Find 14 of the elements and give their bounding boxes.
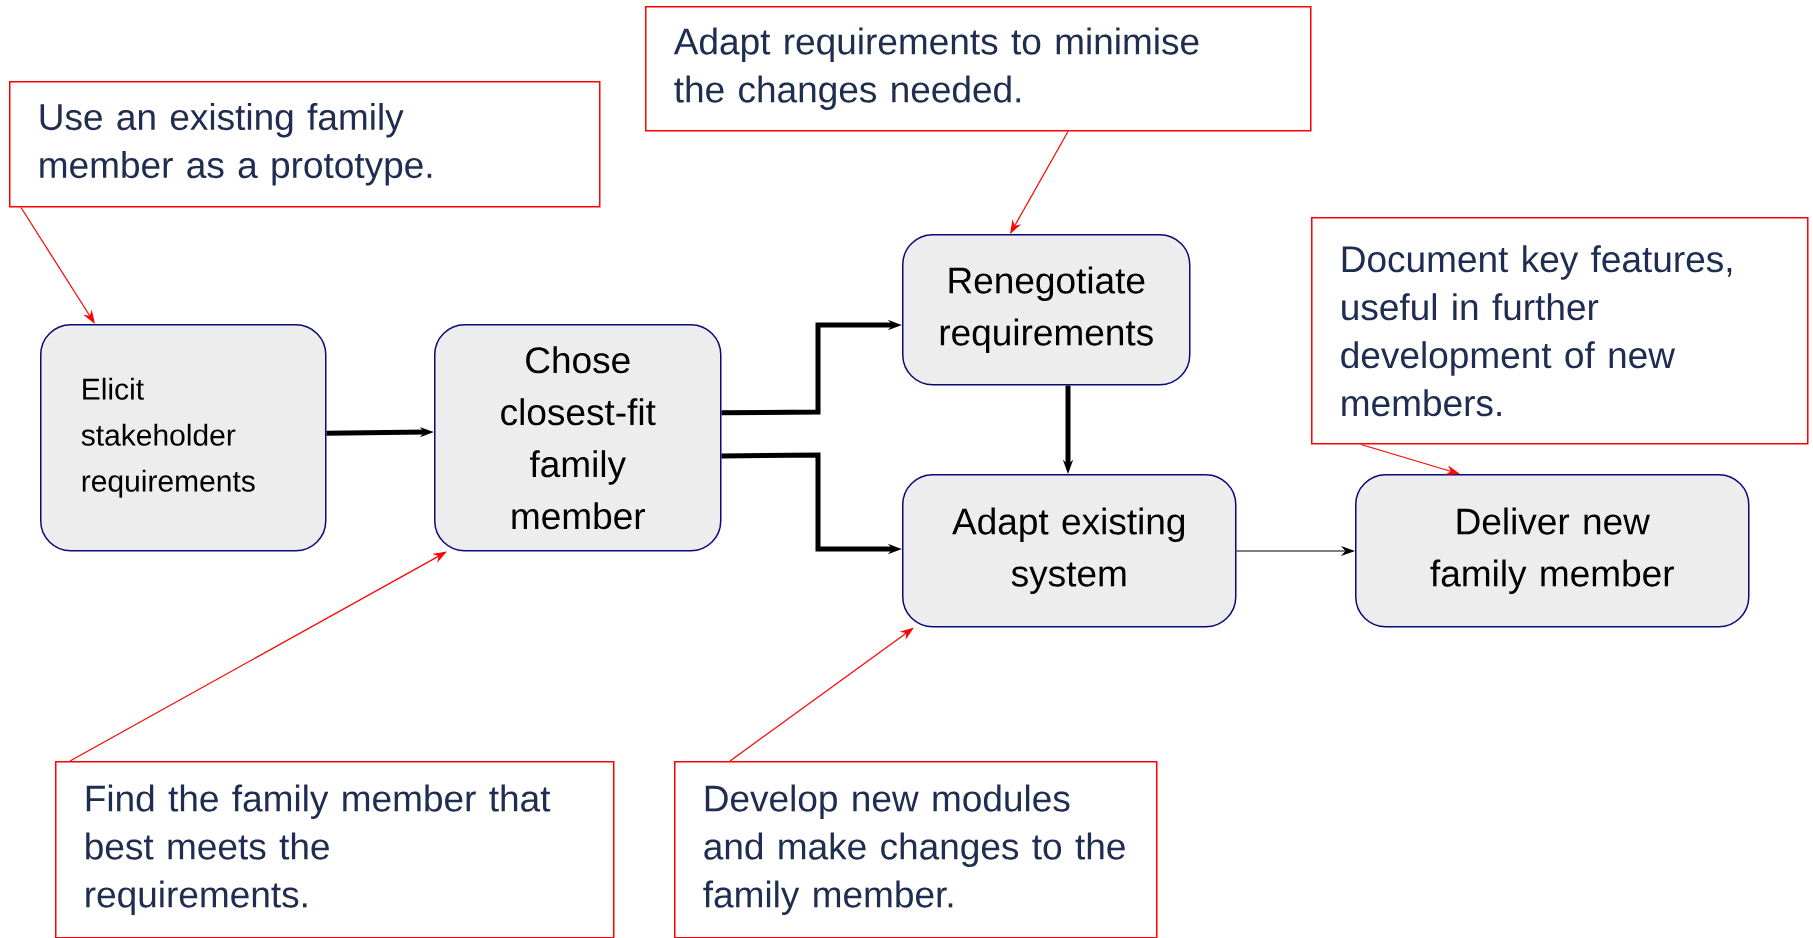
process-box: Adapt existing system xyxy=(902,474,1237,628)
callout-box: Adapt requirements to minimise the changes needed. xyxy=(645,6,1312,132)
callout-box: Use an existing family member as a prototype. xyxy=(9,81,601,208)
leader-line xyxy=(729,627,914,762)
callout-box: Develop new modules and make changes to the family member. xyxy=(674,761,1158,938)
leader-line xyxy=(69,551,447,762)
leader-line xyxy=(20,206,95,324)
callout-box: Document key features, useful in further development of new members. xyxy=(1311,217,1809,445)
process-box: Deliver new family member xyxy=(1355,474,1750,628)
process-box: Renegotiate requirements xyxy=(902,234,1191,386)
process-box: Chose closest-fit family member xyxy=(434,324,722,552)
callout-box: Find the family member that best meets the requirements. xyxy=(55,761,615,938)
process-box: Elicit stakeholder requirements xyxy=(40,324,327,552)
leader-line xyxy=(1010,130,1069,234)
